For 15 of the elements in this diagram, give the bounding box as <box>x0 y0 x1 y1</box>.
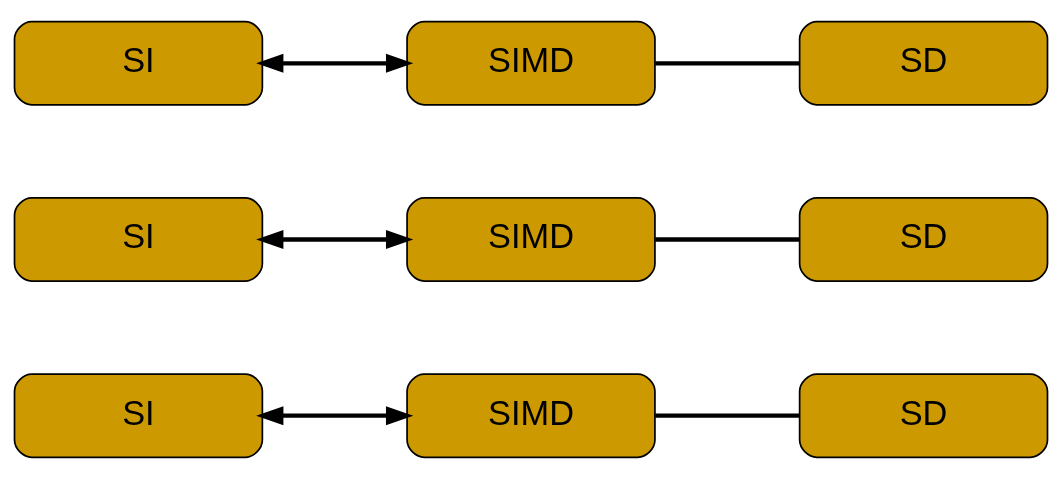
node-box: SD <box>798 373 1049 459</box>
connector <box>655 61 800 66</box>
arrow <box>256 406 414 426</box>
connector <box>655 237 800 242</box>
node-box: SI <box>13 197 264 282</box>
arrow <box>256 229 414 250</box>
node-box: SD <box>798 197 1049 282</box>
node-box: SIMD <box>406 20 656 106</box>
node-box: SI <box>13 373 264 459</box>
node-box: SIMD <box>406 197 656 282</box>
node-box: SI <box>13 20 264 106</box>
node-box: SD <box>798 20 1049 106</box>
node-box: SIMD <box>406 373 656 459</box>
connector <box>655 413 800 418</box>
arrow <box>256 53 414 73</box>
